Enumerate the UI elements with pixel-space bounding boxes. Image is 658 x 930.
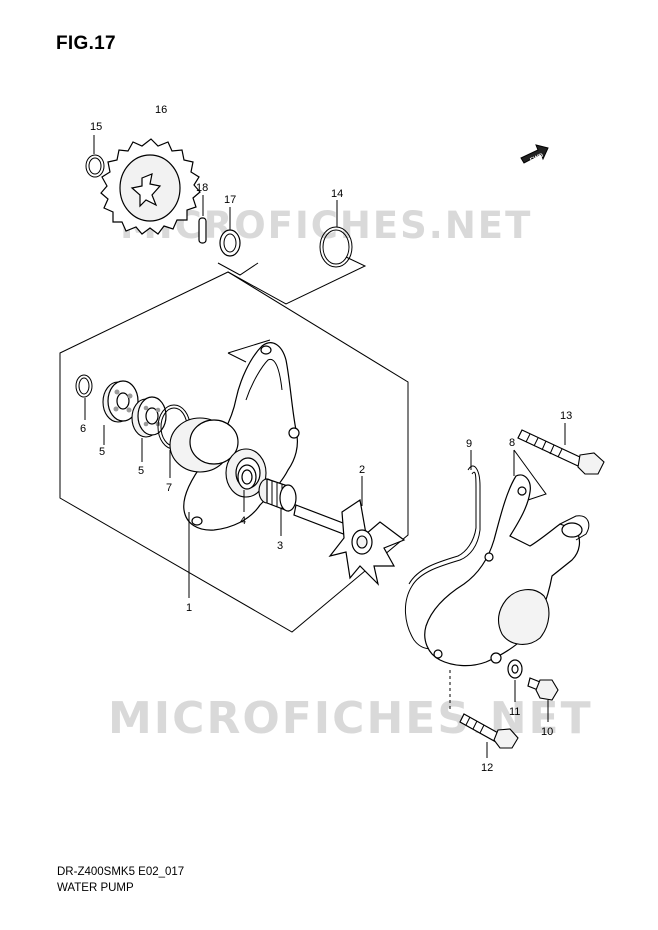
washer-17 [219,207,241,257]
figure-title: FIG.17 [56,33,116,54]
washer-11 [507,659,523,702]
callout-11: 11 [509,706,520,718]
callout-5a: 5 [99,446,105,458]
callout-6: 6 [80,423,86,435]
watermark-top: MICROFICHES.NET [120,204,533,247]
fwd-badge-label: FWD [530,153,546,164]
figure-name: WATER PUMP [57,882,134,894]
bearing-5a [102,380,139,445]
leader-bracket-17-14 [217,256,367,305]
callout-1: 1 [186,602,192,614]
mechanical-seal-3 [258,478,297,536]
callout-10: 10 [541,726,553,738]
callout-14: 14 [331,188,343,200]
callout-12: 12 [481,762,493,774]
callout-13: 13 [560,410,572,422]
figure-code: DR-Z400SMK5 E02_017 [57,866,185,878]
oring-14 [319,200,353,268]
bolt-13 [517,423,605,475]
callout-18: 18 [196,182,208,194]
gasket-9 [405,450,481,650]
drain-bolt-10 [527,677,559,722]
callout-8: 8 [509,437,515,449]
callout-3: 3 [277,540,283,552]
callout-9: 9 [466,438,472,450]
callout-2: 2 [359,464,365,476]
sprocket-16 [100,138,201,235]
pump-body-inner-1 [169,342,300,598]
callout-15: 15 [90,121,102,133]
pump-cover-8 [424,449,590,667]
pin-18 [198,195,207,244]
callout-17: 17 [224,194,236,206]
seal-4 [237,464,257,512]
bearing-5b [131,396,167,462]
callout-16: 16 [155,104,167,116]
callout-5b: 5 [138,465,144,477]
bolt-12 [449,670,519,758]
impeller-2 [293,476,406,586]
circlip-6 [75,374,93,420]
callout-7: 7 [166,482,172,494]
fwd-arrow-icon: FWD [520,144,549,164]
circlip-15 [85,135,105,178]
callout-4: 4 [240,515,246,527]
